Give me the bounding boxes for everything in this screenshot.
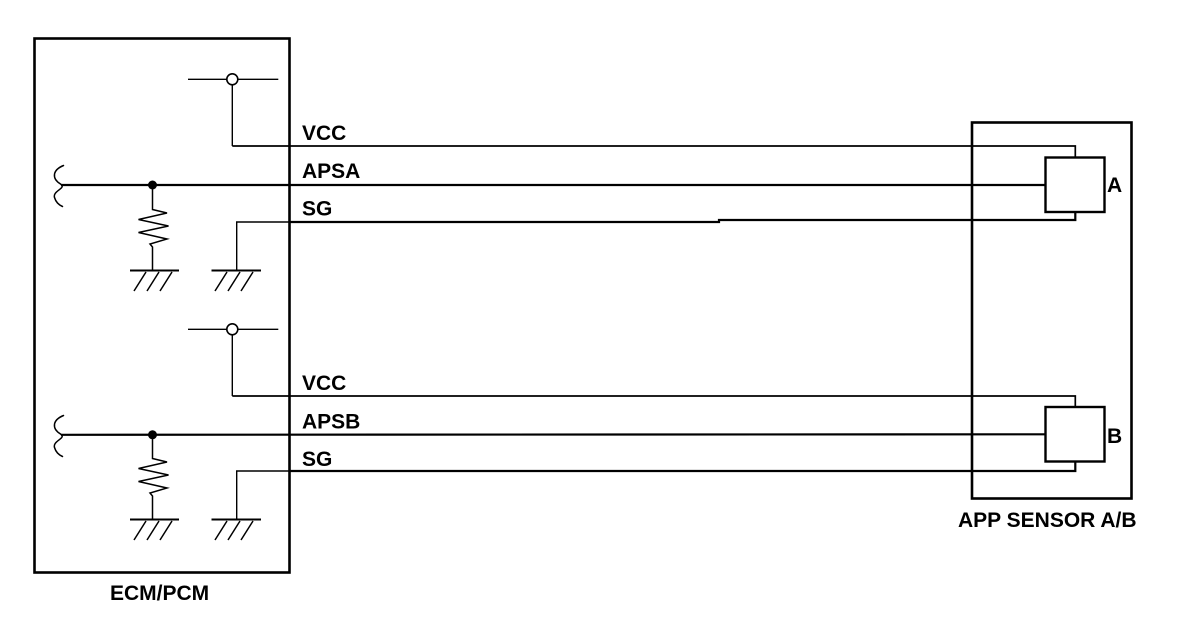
ground-hatch xyxy=(146,520,160,541)
ground-symbol-a1 xyxy=(130,269,179,292)
sg-label-b: SG xyxy=(302,448,332,471)
ground-hatch xyxy=(214,520,228,541)
sg-wire-a xyxy=(289,211,1077,224)
ground-hatch xyxy=(159,520,173,541)
ground-hatch xyxy=(133,271,147,292)
ground-hatch xyxy=(240,271,254,292)
apsa-label: APSA xyxy=(302,160,360,183)
vcc-wire-b xyxy=(232,395,1077,407)
pulldown-resistor-a xyxy=(138,185,170,271)
connector-terminal-a xyxy=(1044,156,1106,214)
ground-hatch xyxy=(159,271,173,292)
sg-wire-b xyxy=(289,461,1077,473)
ground-hatch xyxy=(227,520,241,541)
sg-internal-stub-a xyxy=(236,221,291,271)
ground-hatch xyxy=(133,520,147,541)
apsb-label: APSB xyxy=(302,411,360,434)
ground-symbol-b1 xyxy=(130,518,179,541)
vcc-wire-a xyxy=(232,145,1077,158)
ground-hatch xyxy=(214,271,228,292)
sg-internal-stub-b xyxy=(236,470,291,520)
app-sensor-label: APP SENSOR A/B xyxy=(958,509,1137,532)
vcc-label-a: VCC xyxy=(302,122,346,145)
ground-hatch xyxy=(240,520,254,541)
apsb-wire xyxy=(60,433,1046,436)
connector-terminal-b xyxy=(1044,405,1106,463)
ecm-pcm-box xyxy=(33,37,291,574)
supply-pin-circle-a xyxy=(226,73,239,86)
ground-hatch xyxy=(227,271,241,292)
ecm-pcm-label: ECM/PCM xyxy=(110,582,209,605)
vcc-label-b: VCC xyxy=(302,372,346,395)
ground-symbol-b2 xyxy=(211,518,261,541)
sg-label-a: SG xyxy=(302,198,332,221)
ground-hatch xyxy=(146,271,160,292)
wire-break-squiggle-a xyxy=(53,164,65,208)
app-sensor-box xyxy=(970,121,1133,500)
connector-a-label: A xyxy=(1107,174,1122,197)
wire-break-squiggle-b xyxy=(53,414,65,458)
connector-b-label: B xyxy=(1107,425,1122,448)
ground-symbol-a2 xyxy=(211,269,261,292)
supply-pin-circle-b xyxy=(226,322,239,336)
pulldown-resistor-b xyxy=(138,434,170,520)
